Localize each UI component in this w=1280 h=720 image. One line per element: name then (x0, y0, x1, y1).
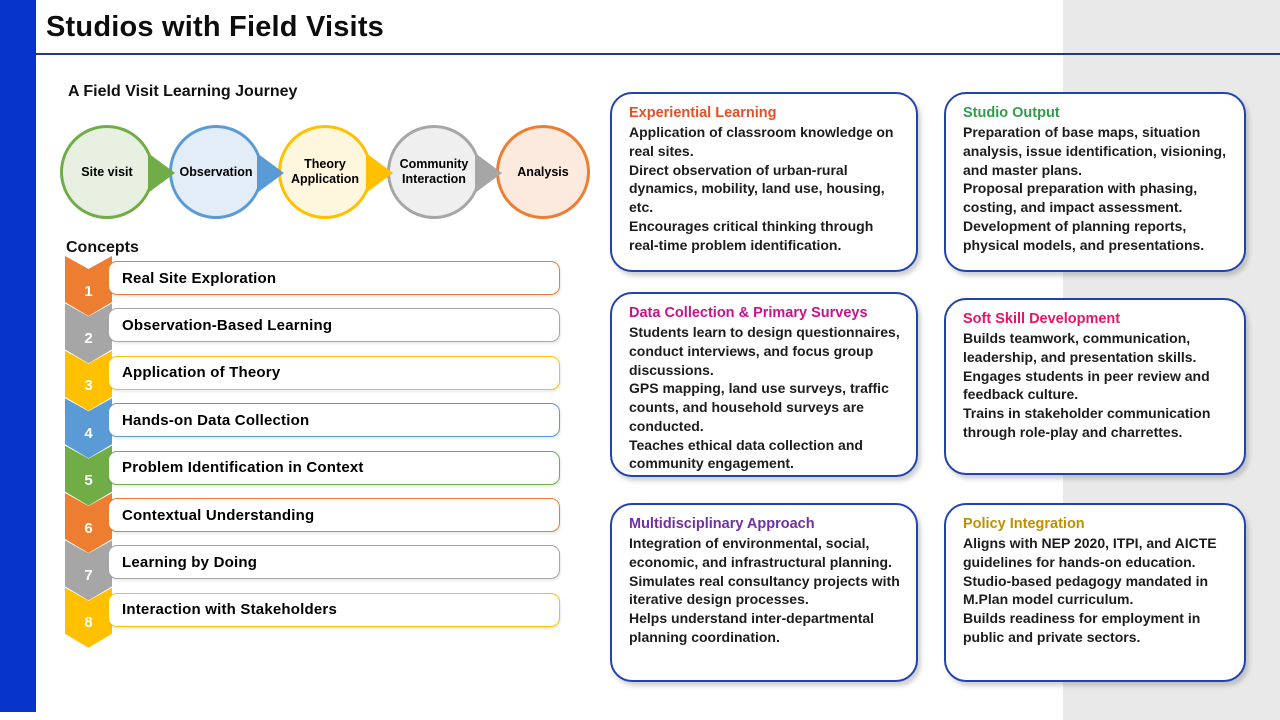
concept-item: Application of Theory (108, 355, 560, 390)
info-card-paragraph: Encourages critical thinking through rea… (629, 217, 874, 253)
concept-number: 4 (84, 424, 93, 442)
concept-label: Learning by Doing (122, 553, 258, 571)
title-divider (36, 53, 1280, 55)
journey-step: Observation (169, 125, 284, 221)
concept-item: Interaction with Stakeholders (108, 592, 560, 627)
concept-label: Application of Theory (122, 364, 281, 382)
info-card-paragraph: Engages students in peer review and feed… (963, 367, 1210, 403)
info-card-paragraph: Application of classroom knowledge on re… (629, 124, 894, 159)
info-card-title: Soft Skill Development (963, 311, 1121, 327)
journey-arrow-icon (366, 153, 393, 193)
concept-number: 6 (84, 519, 93, 537)
info-card-paragraph: Students learn to design questionnaires,… (629, 324, 900, 378)
info-card-paragraph: Simulates real consultancy projects with… (629, 572, 900, 608)
journey-step: Theory Application (278, 125, 393, 221)
journey-step-circle: Theory Application (278, 125, 372, 219)
journey-step-circle: Community Interaction (387, 125, 481, 219)
info-card-title: Data Collection & Primary Surveys (629, 305, 868, 321)
journey-step-label: Observation (179, 164, 253, 179)
info-card-paragraph: Development of planning reports, physica… (963, 217, 1205, 253)
concept-number: 3 (84, 377, 93, 395)
info-card-title: Experiential Learning (629, 105, 777, 121)
concept-item: Real Site Exploration (108, 261, 560, 295)
journey-step-label: Community Interaction (399, 157, 469, 186)
journey-heading: A Field Visit Learning Journey (68, 83, 298, 100)
journey-step-label: Analysis (517, 164, 569, 179)
concept-label: Observation-Based Learning (122, 316, 333, 334)
concept-number: 1 (84, 282, 93, 300)
info-card-paragraph: Aligns with NEP 2020, ITPI, and AICTE gu… (963, 535, 1217, 570)
info-card-paragraph: Trains in stakeholder communication thro… (963, 405, 1211, 440)
info-card-paragraph: GPS mapping, land use surveys, traffic c… (629, 380, 889, 434)
journey-step-circle: Observation (169, 125, 263, 219)
journey-step: Analysis (496, 125, 606, 221)
journey-step-circle: Analysis (496, 125, 590, 219)
journey-step-circle: Site visit (60, 125, 154, 219)
info-card-paragraph: Builds teamwork, communication, leadersh… (963, 330, 1197, 365)
page-title: Studios with Field Visits (46, 11, 385, 43)
info-card-paragraph: Proposal preparation with phasing, costi… (963, 180, 1198, 215)
concept-item: Contextual Understanding (108, 498, 560, 532)
concepts-heading: Concepts (66, 239, 139, 256)
concept-item: Observation-Based Learning (108, 308, 560, 343)
info-card-paragraph: Studio-based pedagogy mandated in M.Plan… (963, 572, 1209, 608)
concept-label: Hands-on Data Collection (122, 411, 310, 429)
info-card-title: Policy Integration (963, 516, 1085, 532)
info-card-paragraph: Preparation of base maps, situation anal… (963, 124, 1226, 178)
concept-number-chevron: 7 (65, 540, 112, 600)
concept-item: Hands-on Data Collection (108, 403, 560, 438)
concept-number: 8 (84, 614, 93, 632)
info-card-paragraph: Teaches ethical data collection and comm… (629, 436, 863, 472)
info-card-paragraph: Integration of environmental, social, ec… (629, 535, 892, 570)
journey-step-label: Site visit (81, 164, 133, 179)
info-card-title: Multidisciplinary Approach (629, 516, 815, 532)
info-card-paragraph: Direct observation of urban-rural dynami… (629, 161, 885, 216)
concept-label: Problem Identification in Context (122, 459, 364, 477)
concept-item: Learning by Doing (108, 545, 560, 580)
info-card-paragraph: Builds readiness for employment in publi… (963, 610, 1201, 645)
concept-number-chevron: 1 (65, 256, 112, 316)
concept-label: Real Site Exploration (122, 269, 277, 287)
concept-item: Problem Identification in Context (108, 450, 560, 485)
journey-step: Site visit (60, 125, 175, 221)
concept-label: Interaction with Stakeholders (122, 601, 338, 619)
left-accent-bar (0, 0, 36, 712)
concept-number: 2 (84, 329, 93, 347)
journey-step: Community Interaction (387, 125, 502, 221)
journey-arrow-icon (148, 153, 175, 193)
concept-label: Contextual Understanding (122, 506, 315, 524)
journey-step-label: Theory Application (290, 157, 360, 186)
journey-arrow-icon (257, 153, 284, 193)
info-card-paragraph: Helps understand inter-departmental plan… (629, 610, 875, 645)
concept-number: 5 (84, 472, 93, 490)
journey-arrow-icon (475, 153, 502, 193)
info-card-title: Studio Output (963, 105, 1060, 121)
concept-number: 7 (84, 566, 93, 584)
